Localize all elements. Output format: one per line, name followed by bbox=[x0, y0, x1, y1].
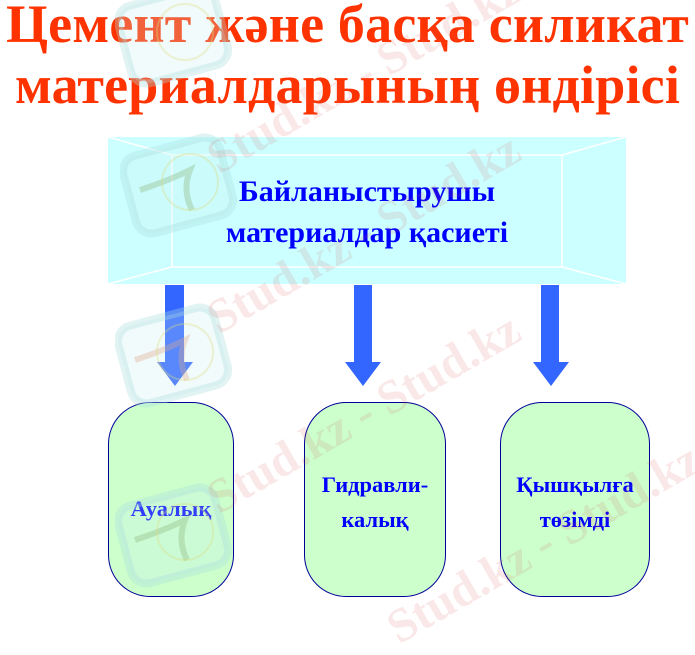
root-concept-box: Байланыстырушы материалдар қасиеті bbox=[108, 137, 626, 284]
arrow-down-icon bbox=[533, 285, 570, 387]
arrow-down-icon bbox=[157, 285, 194, 387]
slide-title-line-1: Цемент және басқа силикат bbox=[0, 0, 695, 54]
node-label: Ауалық bbox=[131, 491, 212, 526]
node-label-line-1: Қышқылға bbox=[516, 467, 634, 502]
node-label-line-2: төзімді bbox=[516, 502, 634, 537]
node-hydraulic-binder: Гидравли- калық bbox=[304, 402, 446, 597]
node-air-binder: Ауалық bbox=[108, 402, 234, 597]
node-acid-resistant-binder: Қышқылға төзімді bbox=[500, 402, 650, 597]
root-concept-line-1: Байланыстырушы bbox=[108, 171, 626, 212]
arrow-down-icon bbox=[345, 285, 382, 387]
root-concept-line-2: материалдар қасиеті bbox=[108, 212, 626, 253]
node-label-line-1: Гидравли- bbox=[322, 467, 429, 502]
slide-title-line-2: материалдарының өндірісі bbox=[0, 56, 695, 115]
node-label-line-2: калық bbox=[322, 502, 429, 537]
root-concept-label: Байланыстырушы материалдар қасиеті bbox=[108, 171, 626, 253]
